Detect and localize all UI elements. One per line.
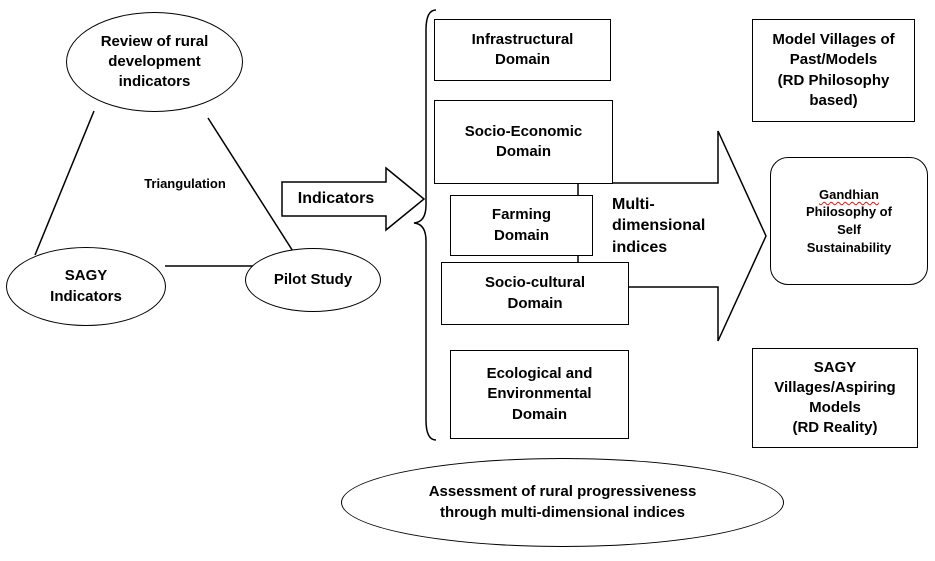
indicators-label: Indicators [297,190,375,208]
model-villages-box: Model Villages of Past/Models (RD Philos… [752,19,915,122]
multidimensional-label: Multi- dimensional indices [612,195,706,256]
infrastructural-domain-box: Infrastructural Domain [434,19,611,81]
ecological-environmental-domain-box: Ecological and Environmental Domain [450,350,629,439]
assessment-ellipse: Assessment of rural progressiveness thro… [341,458,784,547]
sagy-indicators-ellipse: SAGY Indicators [6,247,166,326]
farming-domain-box: Farming Domain [450,195,593,256]
sagy-villages-box: SAGY Villages/Aspiring Models (RD Realit… [752,348,918,448]
socio-economic-domain-box: Socio-Economic Domain [434,100,613,184]
gandhian-word: Gandhian [819,186,879,202]
gandhian-philosophy-box: Gandhian Philosophy of Self Sustainabili… [770,157,928,285]
curly-brace [413,9,437,441]
review-ellipse: Review of rural development indicators [66,12,243,112]
indicators-arrow [281,166,426,232]
gandhian-philosophy-text: Philosophy of Self Sustainability [806,204,892,255]
edge-review-sagy [34,110,95,256]
edge-review-pilot [207,117,297,257]
triangulation-label: Triangulation [144,176,226,192]
pilot-study-ellipse: Pilot Study [245,248,381,312]
socio-cultural-domain-box: Socio-cultural Domain [441,262,629,325]
